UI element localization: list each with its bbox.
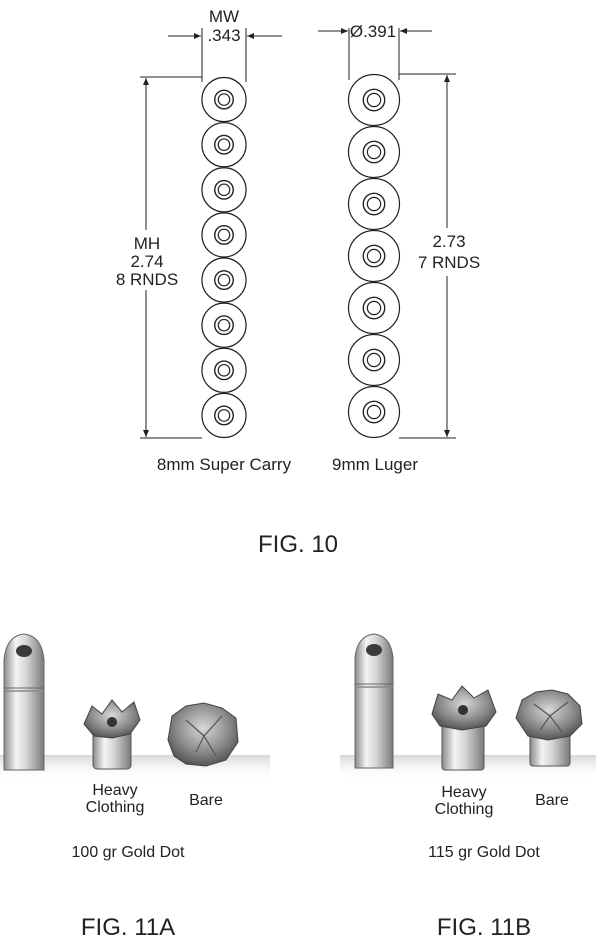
fig11a-cartridge xyxy=(3,633,45,771)
fig11a-heavy-label-2: Clothing xyxy=(86,799,145,816)
fig11b-cartridge xyxy=(354,633,394,769)
left-round-3 xyxy=(201,167,247,213)
fig11b-subtitle: 115 gr Gold Dot xyxy=(428,844,540,861)
right-width-dimension: Ø.391 xyxy=(318,22,432,80)
fig11b-hollow-point xyxy=(366,644,382,656)
left-round-1 xyxy=(201,76,247,123)
fig11a-subtitle: 100 gr Gold Dot xyxy=(72,844,186,861)
fig11b-expanded-heavy-clothing xyxy=(431,685,497,771)
fig11a-cartridge-bullet xyxy=(3,633,45,689)
left-cartridge-name: 8mm Super Carry xyxy=(157,455,292,474)
fig11b-photo: Heavy Clothing Bare 115 gr Gold Dot FIG.… xyxy=(340,633,596,941)
left-round-7 xyxy=(201,347,247,393)
fig10-caption: FIG. 10 xyxy=(258,531,338,558)
left-round-2 xyxy=(201,122,247,168)
right-round-6 xyxy=(347,333,401,387)
fig11b-cartridge-case xyxy=(354,683,394,769)
fig11a-expanded-bare xyxy=(167,702,239,767)
fig11a-photo: Heavy Clothing Bare 100 gr Gold Dot FIG.… xyxy=(0,633,270,941)
right-round-5 xyxy=(347,281,401,335)
fig10-diagram: MW .343 MH 2.74 8 RNDS Ø.391 xyxy=(116,7,480,558)
right-cartridge-name: 9mm Luger xyxy=(332,455,418,474)
fig11b-cartridge-bullet xyxy=(354,633,394,685)
left-width-label: MW xyxy=(209,7,239,26)
right-round-count: 7 RNDS xyxy=(418,253,480,272)
left-height-value: 2.74 xyxy=(130,252,163,271)
right-height-dimension: 2.73 7 RNDS xyxy=(399,73,480,439)
fig11a-expanded-heavy-clothing xyxy=(83,699,141,770)
fig11b-heavy-label-1: Heavy xyxy=(441,784,486,801)
fig11b-caption: FIG. 11B xyxy=(437,914,531,941)
fig11a-heavy-label-1: Heavy xyxy=(92,782,137,799)
left-width-dimension: MW .343 xyxy=(168,7,282,82)
right-round-4 xyxy=(347,229,401,283)
fig11b-bare-label: Bare xyxy=(535,792,569,809)
fig11a-cartridge-case xyxy=(3,687,45,771)
left-round-stack xyxy=(201,76,247,439)
left-round-5 xyxy=(201,257,247,303)
right-round-2 xyxy=(347,125,401,179)
left-round-6 xyxy=(201,302,247,348)
fig11a-bare-label: Bare xyxy=(189,792,223,809)
right-round-7 xyxy=(347,385,401,439)
right-round-1 xyxy=(347,73,401,127)
left-height-dimension: MH 2.74 8 RNDS xyxy=(116,76,202,439)
left-height-label: MH xyxy=(134,234,160,253)
right-width-value: Ø.391 xyxy=(350,22,396,41)
right-height-value: 2.73 xyxy=(432,232,465,251)
right-round-3 xyxy=(347,177,401,231)
right-round-stack xyxy=(347,73,401,439)
fig11b-heavy-label-2: Clothing xyxy=(435,801,494,818)
left-round-4 xyxy=(201,212,247,258)
fig11a-caption: FIG. 11A xyxy=(81,914,175,941)
left-width-value: .343 xyxy=(207,26,240,45)
fig11b-expanded-bare xyxy=(515,689,583,767)
fig11a-hollow-point xyxy=(16,645,32,657)
left-round-count: 8 RNDS xyxy=(116,270,178,289)
left-round-8 xyxy=(201,392,247,439)
